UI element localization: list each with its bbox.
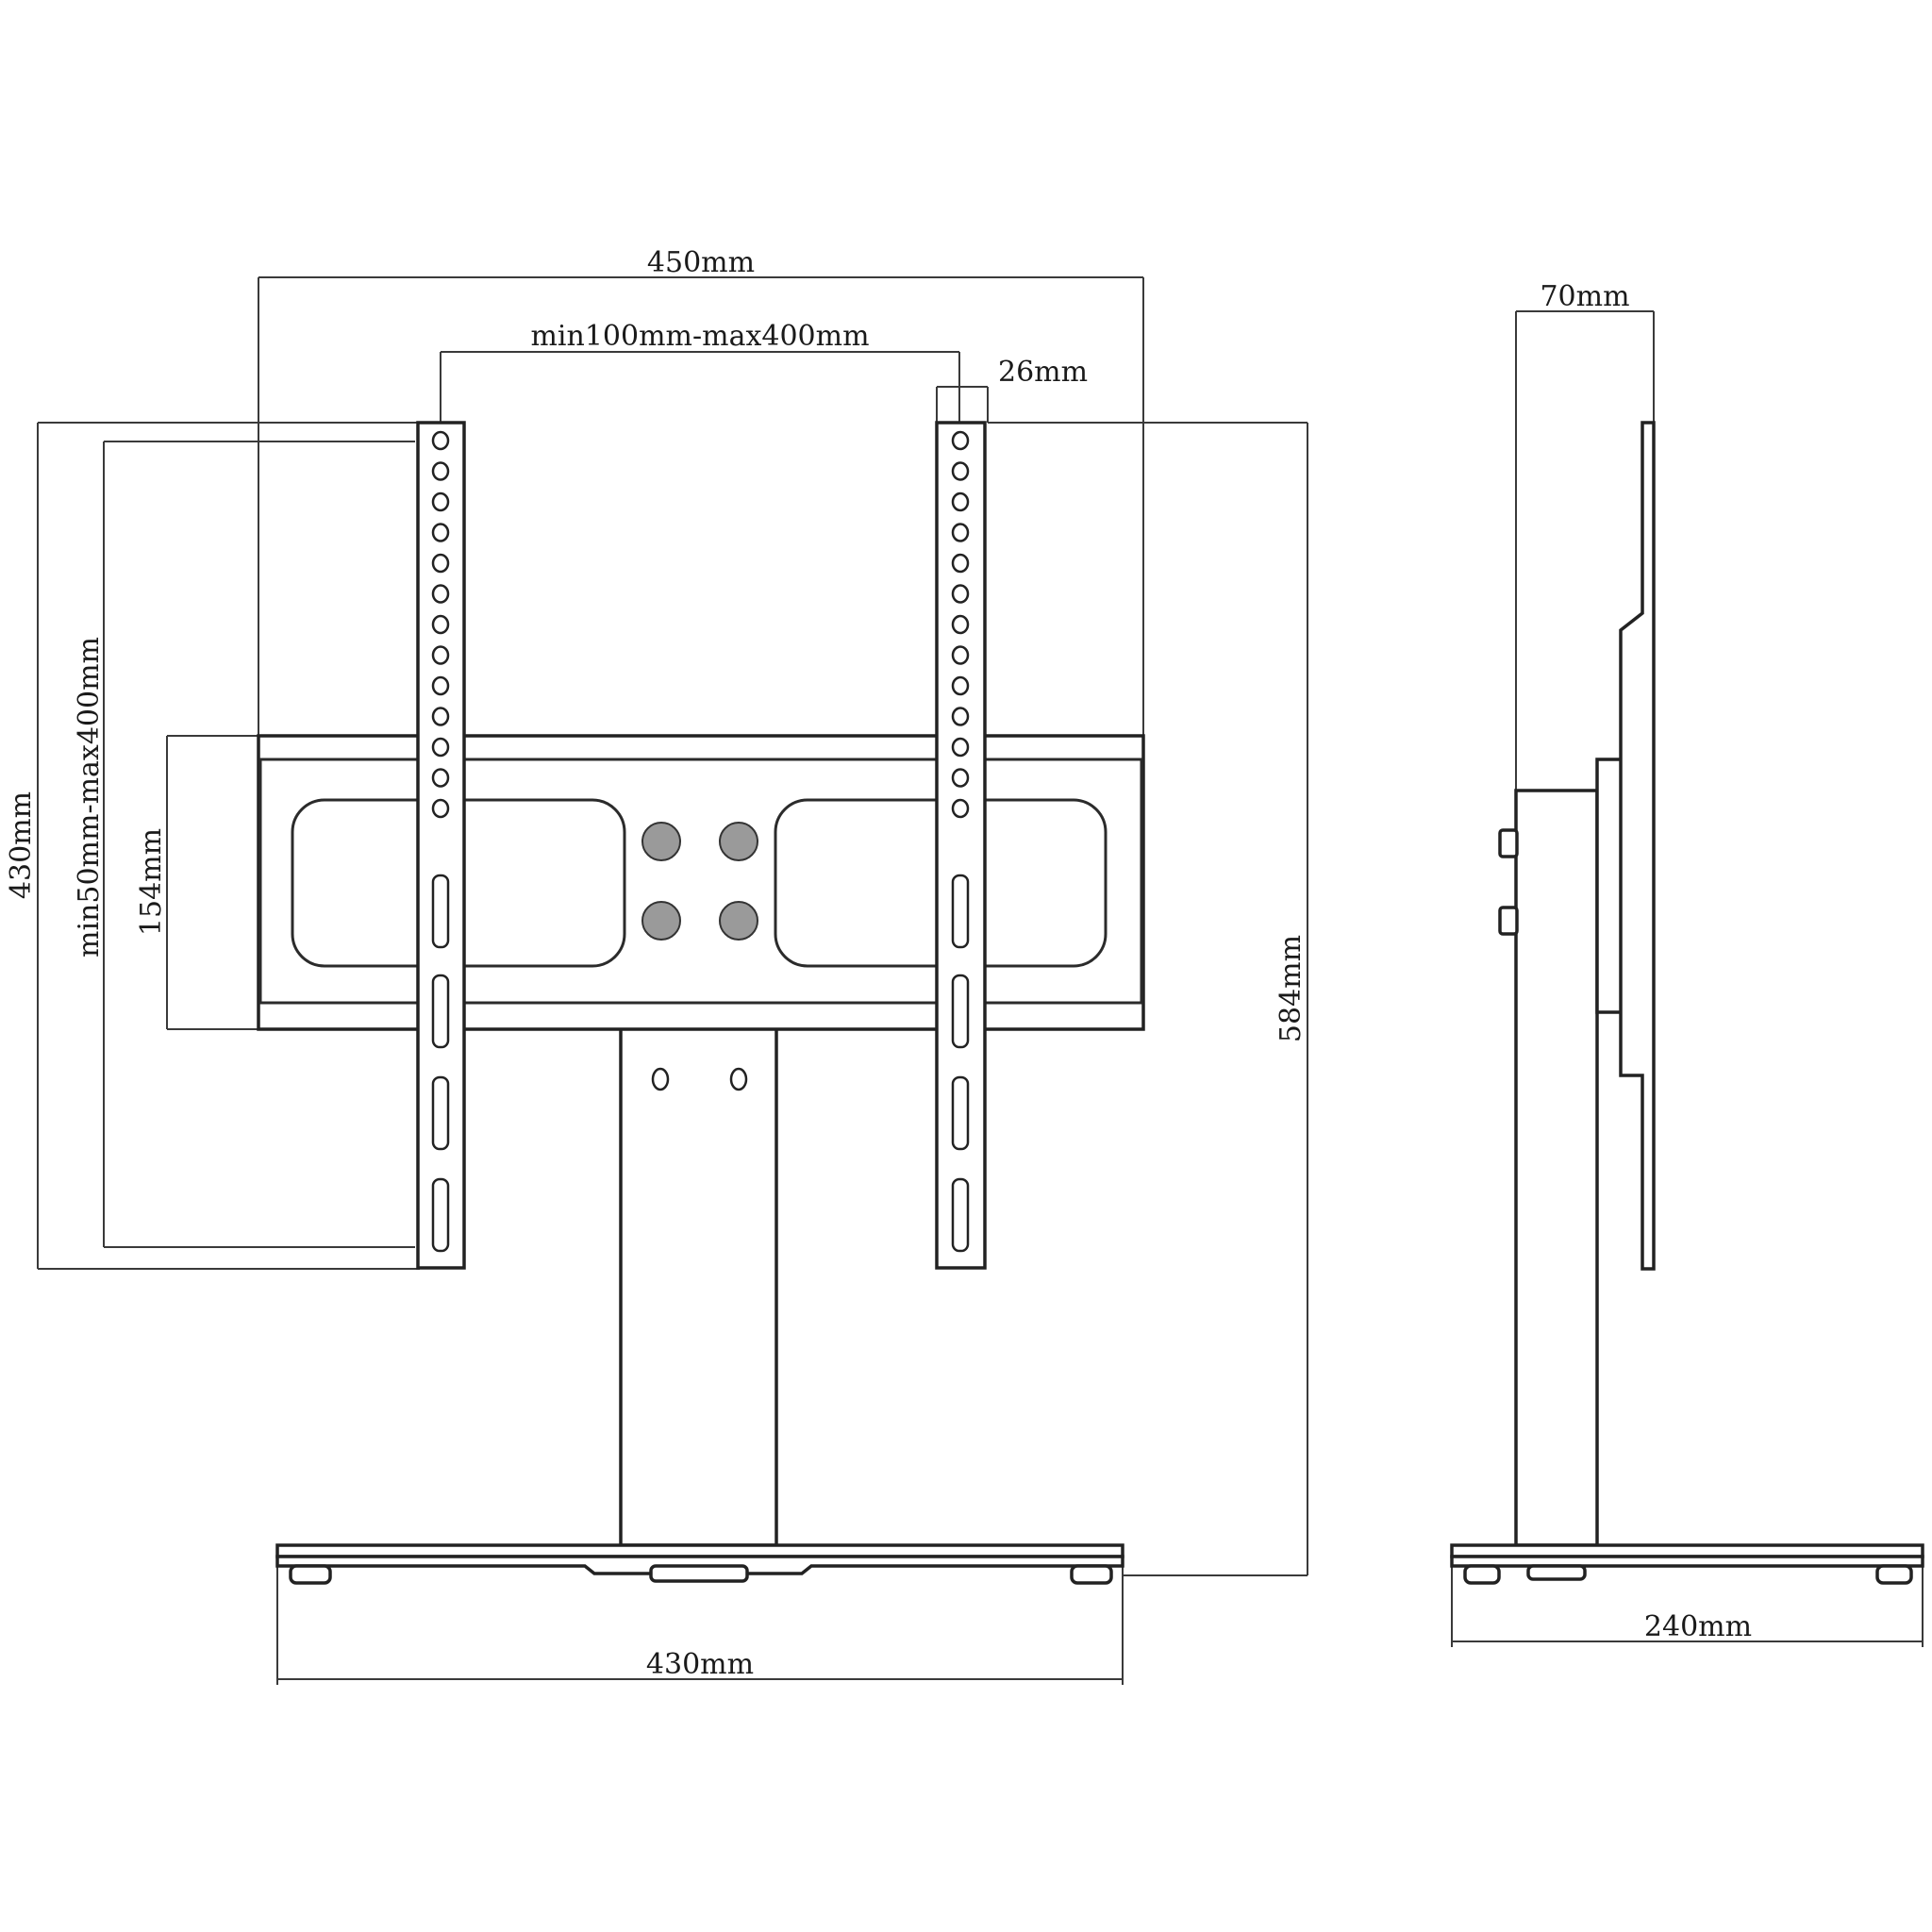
dim-side-depth-label: 70mm (1540, 280, 1629, 313)
left-rail-hole (431, 707, 450, 726)
dim-crossbar-height-label: 154mm (135, 828, 168, 936)
right-rail-hole (951, 768, 970, 788)
dim-overall-width: 450mm (258, 246, 1144, 741)
left-rail-hole (431, 553, 450, 574)
left-rail (416, 421, 466, 1270)
right-rail-hole (951, 553, 970, 574)
right-rail-hole (951, 707, 970, 726)
left-rail-hole (431, 798, 450, 819)
dim-overall-height-label: 430mm (5, 791, 38, 899)
side-view: 70mm 240mm (1450, 280, 1924, 1647)
side-rail (1619, 421, 1656, 1271)
right-rail-hole (951, 798, 970, 819)
right-rail-hole (951, 461, 970, 481)
right-rail-hole (951, 491, 970, 512)
dim-overall-width-label: 450mm (647, 246, 755, 279)
right-rail-hole (951, 737, 970, 758)
right-rail-hole (951, 430, 970, 451)
dim-rail-width-label: 26mm (998, 356, 1088, 389)
dim-stand-height-label: 584mm (1274, 935, 1307, 1042)
dim-crossbar-height: 154mm (135, 735, 258, 1030)
left-rail-hole (431, 461, 450, 481)
right-rail-hole (951, 523, 970, 542)
dim-rail-width: 26mm (936, 356, 1088, 423)
crossbar-plate (257, 734, 1145, 1031)
dim-vesa-height-label: min50mm-max400mm (73, 637, 106, 958)
stand-column (619, 1026, 778, 1547)
dim-base-width: 430mm (276, 1566, 1124, 1685)
left-rail-hole (431, 675, 450, 696)
dim-base-depth: 240mm (1451, 1566, 1924, 1647)
right-rail-hole (951, 645, 970, 665)
dim-stand-height: 584mm (988, 422, 1308, 1576)
dim-base-depth-label: 240mm (1644, 1610, 1752, 1643)
left-rail-hole (431, 491, 450, 512)
right-rail-hole (951, 675, 970, 696)
dim-base-width-label: 430mm (646, 1648, 754, 1681)
dim-vesa-width-label: min100mm-max400mm (530, 320, 869, 353)
left-rail-hole (431, 430, 450, 451)
left-rail-hole (431, 584, 450, 604)
dim-overall-height: 430mm (5, 422, 420, 1270)
dim-vesa-height: min50mm-max400mm (73, 441, 415, 1248)
dim-vesa-width: min100mm-max400mm (440, 320, 960, 423)
left-rail-hole (431, 523, 450, 542)
right-rail (935, 421, 987, 1270)
side-column (1514, 789, 1599, 1547)
left-rail-hole (431, 614, 450, 635)
left-rail-hole (431, 737, 450, 758)
side-base (1450, 1543, 1924, 1585)
left-rail-hole (431, 768, 450, 788)
left-rail-hole (431, 645, 450, 665)
front-base (275, 1543, 1124, 1585)
right-rail-hole (951, 584, 970, 604)
front-view: 450mm min100mm-max400mm 26mm 430mm (5, 246, 1308, 1685)
right-rail-hole (951, 614, 970, 635)
